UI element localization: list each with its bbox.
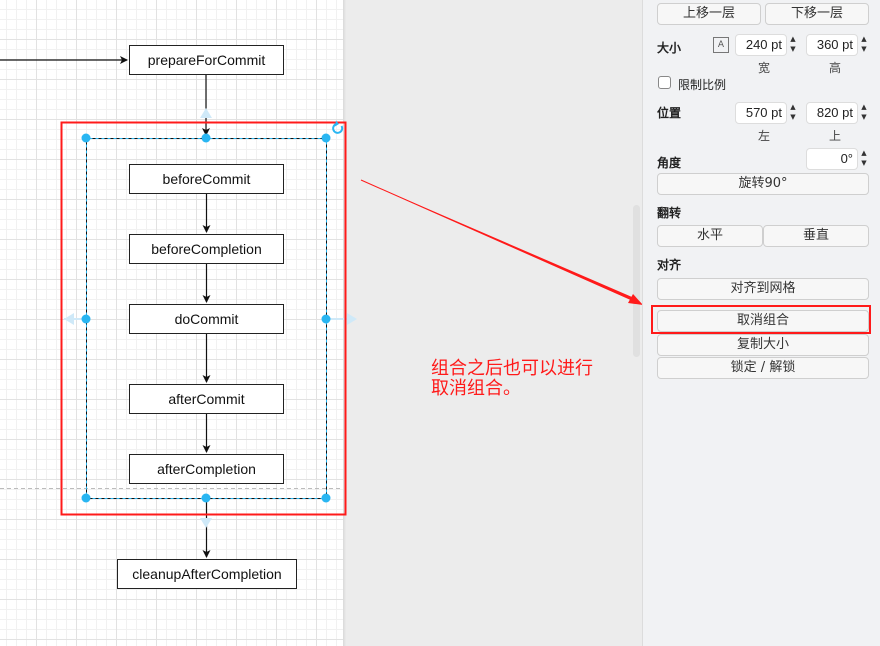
- left-input[interactable]: 570 pt: [735, 102, 787, 124]
- height-caption: 高: [828, 61, 841, 75]
- connect-arrow-down-icon[interactable]: [200, 518, 212, 528]
- angle-label: 角度: [657, 156, 682, 170]
- move-down-layer-button[interactable]: 下移一层: [765, 3, 869, 25]
- rotate-90-button[interactable]: 旋转90°: [657, 173, 869, 195]
- height-stepper[interactable]: ▲▼: [861, 35, 867, 53]
- flip-vertical-button[interactable]: 垂直: [763, 225, 869, 247]
- angle-input[interactable]: 0°: [806, 148, 858, 170]
- resize-handle-sw[interactable]: [81, 493, 91, 503]
- left-stepper[interactable]: ▲▼: [790, 103, 796, 121]
- format-panel: 上移一层 下移一层 大小 A 240 pt ▲▼ 360 pt ▲▼ 宽 高 限…: [642, 0, 880, 646]
- connect-arrow-right-icon[interactable]: [347, 313, 357, 325]
- copy-size-button[interactable]: 复制大小: [657, 334, 869, 356]
- lock-ratio-label: 限制比例: [678, 78, 727, 92]
- height-input[interactable]: 360 pt: [806, 34, 858, 56]
- vertical-scrollbar[interactable]: [633, 205, 640, 357]
- annotation-text: 组合之后也可以进行 取消组合。: [431, 359, 593, 399]
- angle-stepper[interactable]: ▲▼: [861, 149, 867, 167]
- node-do-commit[interactable]: doCommit: [129, 304, 284, 334]
- connect-arrow-up-icon[interactable]: [200, 108, 212, 118]
- width-input[interactable]: 240 pt: [735, 34, 787, 56]
- node-prepare-for-commit[interactable]: prepareForCommit: [129, 45, 284, 75]
- canvas-background: [346, 0, 642, 646]
- node-before-completion[interactable]: beforeCompletion: [129, 234, 284, 264]
- top-caption: 上: [828, 129, 841, 143]
- resize-handle-nw[interactable]: [81, 133, 91, 143]
- resize-handle-se[interactable]: [321, 493, 331, 503]
- position-label: 位置: [657, 106, 682, 120]
- size-label: 大小: [657, 41, 682, 55]
- flip-label: 翻转: [657, 206, 682, 220]
- resize-handle-w[interactable]: [81, 314, 91, 324]
- node-after-commit[interactable]: afterCommit: [129, 384, 284, 414]
- align-label: 对齐: [657, 258, 682, 272]
- top-input[interactable]: 820 pt: [806, 102, 858, 124]
- ungroup-button[interactable]: 取消组合: [657, 310, 869, 332]
- group-highlight-box: [60, 121, 347, 516]
- annotation-line-1: 组合之后也可以进行: [431, 358, 593, 379]
- rotate-handle-icon[interactable]: [332, 120, 344, 134]
- move-up-layer-button[interactable]: 上移一层: [657, 3, 761, 25]
- lock-unlock-button[interactable]: 锁定 / 解锁: [657, 357, 869, 379]
- autosize-icon[interactable]: A: [713, 37, 729, 53]
- resize-handle-s[interactable]: [201, 493, 211, 503]
- resize-handle-e[interactable]: [321, 314, 331, 324]
- node-before-commit[interactable]: beforeCommit: [129, 164, 284, 194]
- annotation-line-2: 取消组合。: [431, 378, 521, 399]
- annotation-arrow: [360, 179, 643, 305]
- resize-handle-ne[interactable]: [321, 133, 331, 143]
- flip-horizontal-button[interactable]: 水平: [657, 225, 763, 247]
- ungroup-highlight-box: [651, 305, 871, 334]
- top-stepper[interactable]: ▲▼: [861, 103, 867, 121]
- resize-handle-n[interactable]: [201, 133, 211, 143]
- lock-ratio-checkbox[interactable]: [658, 76, 671, 89]
- left-caption: 左: [757, 129, 770, 143]
- node-after-completion[interactable]: afterCompletion: [129, 454, 284, 484]
- node-cleanup-after-completion[interactable]: cleanupAfterCompletion: [117, 559, 297, 589]
- width-caption: 宽: [757, 61, 770, 75]
- width-stepper[interactable]: ▲▼: [790, 35, 796, 53]
- snap-to-grid-button[interactable]: 对齐到网格: [657, 278, 869, 300]
